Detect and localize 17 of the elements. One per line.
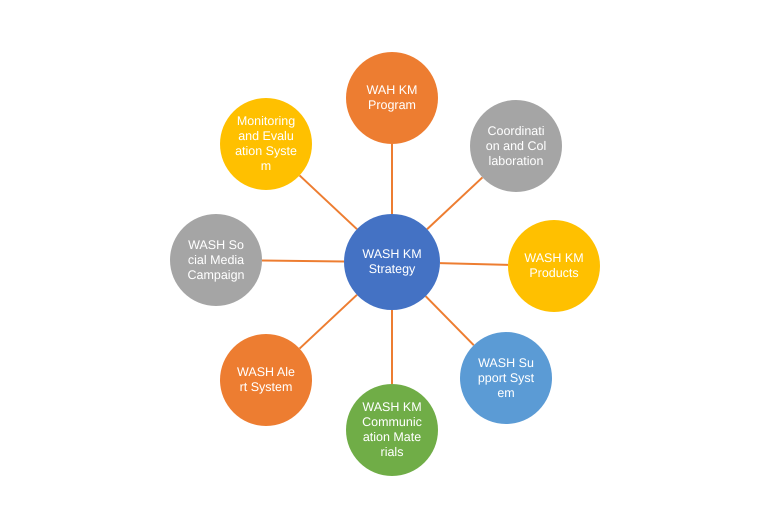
topic-label: Coordination and Collaboration — [485, 124, 547, 168]
topic-label: WASH Support System — [476, 356, 536, 400]
topic-label: WASH KM Communication Materials — [361, 400, 423, 460]
connector-line — [391, 144, 393, 214]
connector-line — [262, 260, 344, 262]
topic-label: WAH KM Program — [366, 83, 418, 113]
connector-line — [391, 310, 393, 384]
topic-label: WASH Alert System — [236, 365, 296, 395]
connector-line — [426, 176, 484, 230]
connector-line — [440, 262, 508, 266]
connector-line — [298, 294, 358, 350]
topic-label: WASH KM Strategy — [361, 247, 423, 277]
connector-line — [298, 174, 358, 230]
topic-label: WASH KM Products — [523, 251, 585, 281]
topic-label: WASH Social Media Campaign — [186, 238, 246, 282]
topic-label: Monitoring and Evaluation System — [235, 114, 297, 174]
connector-line — [424, 296, 474, 346]
